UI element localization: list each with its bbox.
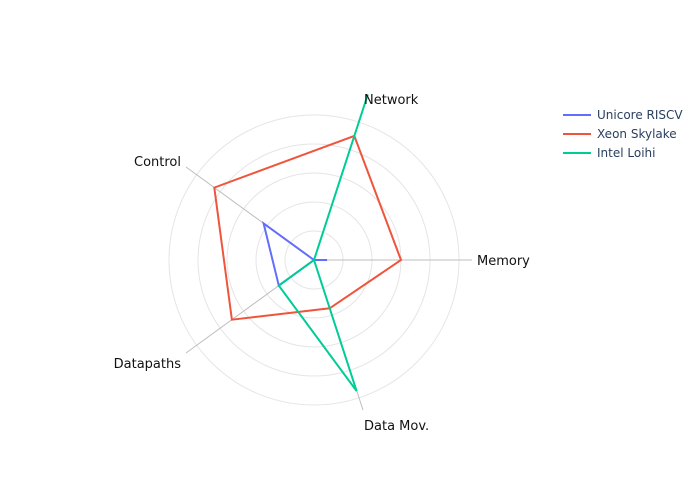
legend: Unicore RISCV Xeon Skylake Intel Loihi (563, 108, 683, 160)
axis-label-datapaths: Datapaths (114, 357, 182, 372)
series-line-xeon-skylake[interactable] (213, 134, 403, 321)
axis-label-network: Network (364, 93, 419, 108)
series-line-unicore-riscv[interactable] (261, 220, 328, 288)
legend-label-xeon-skylake: Xeon Skylake (597, 127, 677, 141)
axis-label-data-mov: Data Mov. (364, 419, 429, 434)
legend-item-intel-loihi[interactable]: Intel Loihi (563, 146, 655, 160)
legend-item-unicore-riscv[interactable]: Unicore RISCV (563, 108, 683, 122)
legend-item-xeon-skylake[interactable]: Xeon Skylake (563, 127, 677, 141)
axis-label-memory: Memory (477, 254, 530, 269)
radar-series (213, 94, 403, 392)
radar-axes (185, 109, 472, 411)
axis-labels: Memory Network Control Datapaths Data Mo… (114, 93, 531, 434)
legend-label-unicore-riscv: Unicore RISCV (597, 108, 683, 122)
axis-label-control: Control (134, 155, 181, 170)
series-line-intel-loihi[interactable] (277, 94, 369, 392)
legend-label-intel-loihi: Intel Loihi (597, 146, 655, 160)
